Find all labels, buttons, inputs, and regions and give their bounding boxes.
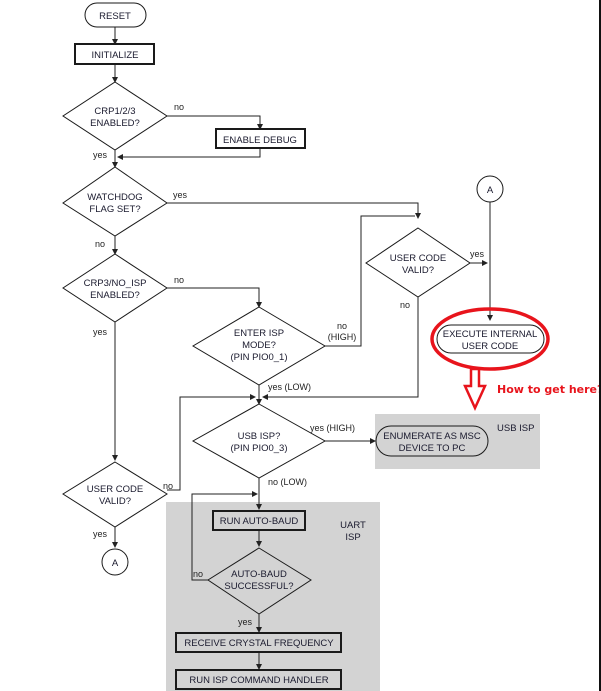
ucv-left-no-label: no [163, 481, 173, 491]
ucv-left-yes-label: yes [93, 529, 108, 539]
enter-isp-yes-label: yes (LOW) [268, 382, 311, 392]
highlight-ellipse [430, 307, 550, 371]
autobaud-no-label: no [193, 569, 203, 579]
down-arrow-icon [463, 367, 487, 412]
connector-lines [112, 27, 493, 670]
uart-isp-region-label-line1: UART [340, 520, 366, 531]
enter-isp-no-label: no [337, 321, 347, 331]
connector-a-bottom: A [101, 548, 129, 576]
enter-isp-high-label: (HIGH) [328, 332, 357, 342]
execute-user-code-terminal: EXECUTE INTERNAL USER CODE [436, 324, 545, 354]
usb-isp-decision: USB ISP? (PIN PIO0_3) [191, 403, 327, 479]
enumerate-label-line2: DEVICE TO PC [399, 443, 466, 454]
crp123-label-line1: CRP1/2/3 [94, 106, 135, 117]
reset-terminal: RESET [84, 2, 147, 28]
crp123-label-line2: ENABLED? [90, 118, 140, 129]
reset-label: RESET [99, 11, 131, 22]
execute-label-line1: EXECUTE INTERNAL [443, 329, 538, 340]
ucv-right-yes-label: yes [470, 249, 485, 259]
watchdog-label-line2: FLAG SET? [89, 204, 140, 215]
connector-a-top: A [476, 175, 504, 203]
usb-isp-region-label: USB ISP [497, 423, 535, 434]
usb-isp-label-line2: (PIN PIO0_3) [230, 443, 287, 454]
run-autobaud-label: RUN AUTO-BAUD [220, 516, 299, 527]
crp123-no-label: no [174, 102, 184, 112]
ucv-left-label-line1: USER CODE [87, 484, 143, 495]
window-right-border [599, 0, 601, 691]
enter-isp-decision: ENTER ISP MODE? (PIN PIO0_1) [192, 306, 326, 386]
user-code-valid-right-decision: USER CODE VALID? [365, 227, 471, 298]
watchdog-no-label: no [95, 239, 105, 249]
run-isp-handler-label: RUN ISP COMMAND HANDLER [189, 675, 328, 686]
crp3-no-label: no [174, 275, 184, 285]
usb-no-label: no (LOW) [268, 477, 307, 487]
usb-yes-label: yes (HIGH) [310, 423, 355, 433]
watchdog-yes-label: yes [173, 190, 188, 200]
uart-isp-region-label-line2: ISP [345, 532, 360, 543]
execute-label-line2: USER CODE [462, 341, 518, 352]
autobaud-label-line1: AUTO-BAUD [231, 569, 287, 580]
crp3-yes-label: yes [93, 327, 108, 337]
crp3-label-line1: CRP3/NO_ISP [84, 278, 147, 289]
initialize-label: INITIALIZE [92, 50, 139, 61]
ucv-right-no-label: no [400, 300, 410, 310]
initialize-box: INITIALIZE [74, 43, 155, 65]
crp123-decision: CRP1/2/3 ENABLED? [62, 81, 168, 151]
watchdog-label-line1: WATCHDOG [87, 192, 142, 203]
receive-crystal-label: RECEIVE CRYSTAL FREQUENCY [184, 638, 334, 649]
enumerate-label-line1: ENUMERATE AS MSC [383, 431, 481, 442]
autobaud-yes-label: yes [238, 617, 253, 627]
watchdog-decision: WATCHDOG FLAG SET? [62, 166, 168, 237]
enable-debug-label: ENABLE DEBUG [223, 135, 297, 146]
enter-isp-label-line1: ENTER ISP [234, 328, 284, 339]
user-code-valid-left-decision: USER CODE VALID? [62, 461, 168, 528]
run-isp-handler-box: RUN ISP COMMAND HANDLER [175, 669, 342, 690]
ucv-right-label-line2: VALID? [402, 265, 434, 276]
crp123-yes-label: yes [93, 150, 108, 160]
connector-a-bottom-label: A [112, 558, 119, 569]
autobaud-label-line2: SUCCESSFUL? [224, 581, 293, 592]
ucv-left-label-line2: VALID? [99, 496, 131, 507]
enumerate-msc-terminal: ENUMERATE AS MSC DEVICE TO PC [375, 425, 489, 457]
crp3-decision: CRP3/NO_ISP ENABLED? [62, 253, 168, 323]
connector-a-top-label: A [487, 185, 494, 196]
usb-isp-label-line1: USB ISP? [238, 431, 281, 442]
enter-isp-label-line2: MODE? [242, 340, 276, 351]
ucv-right-label-line1: USER CODE [390, 253, 446, 264]
annotation-text: How to get here? [497, 383, 601, 396]
autobaud-decision: AUTO-BAUD SUCCESSFUL? [207, 547, 312, 615]
receive-crystal-box: RECEIVE CRYSTAL FREQUENCY [175, 632, 342, 653]
enter-isp-label-line3: (PIN PIO0_1) [230, 352, 287, 363]
run-autobaud-box: RUN AUTO-BAUD [212, 510, 306, 531]
enable-debug-box: ENABLE DEBUG [215, 128, 306, 149]
crp3-label-line2: ENABLED? [90, 290, 140, 301]
